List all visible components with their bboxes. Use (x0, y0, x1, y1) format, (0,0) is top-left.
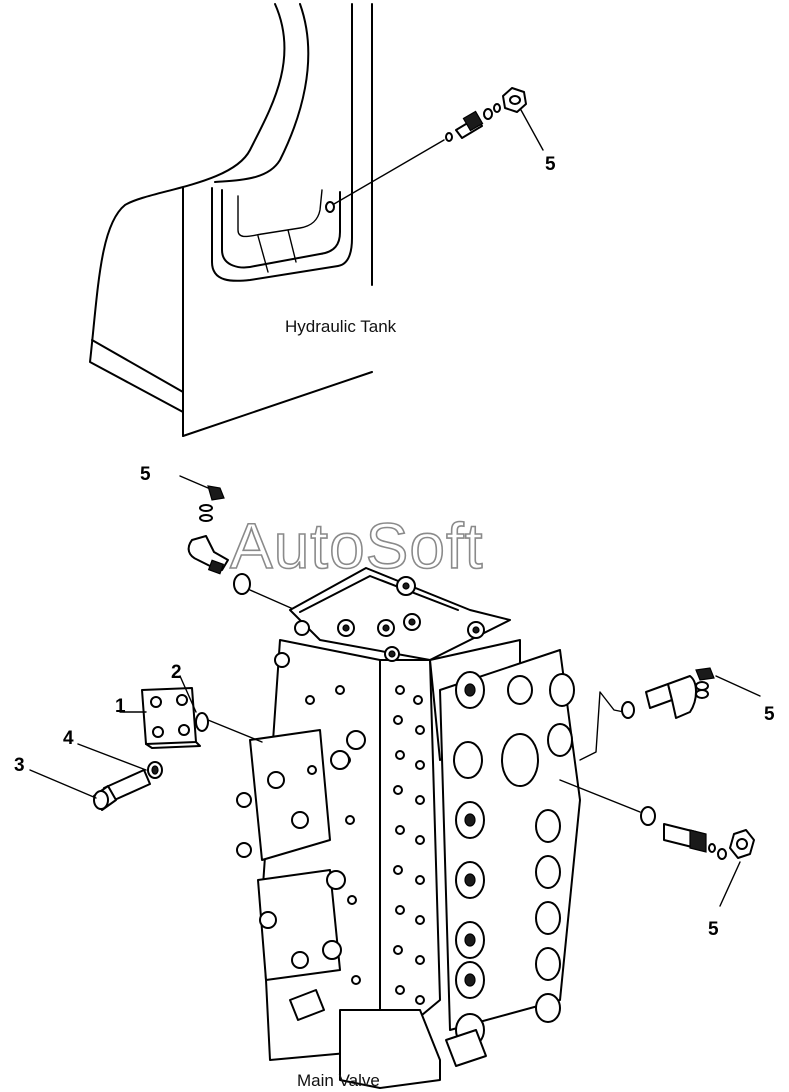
callout-5-right: 5 (764, 704, 775, 725)
o-ring (233, 573, 251, 595)
side-bolts (236, 730, 366, 969)
hydraulic-tank-label: Hydraulic Tank (285, 317, 397, 336)
callout-2: 2 (171, 662, 182, 683)
top-fitting-group (445, 87, 544, 151)
elbow-fitting (667, 675, 697, 719)
cover-plate-group (93, 687, 263, 811)
o-ring (621, 701, 635, 719)
callout-5-top: 5 (545, 154, 556, 175)
plug-fitting (695, 667, 715, 681)
o-ring (445, 132, 453, 142)
plug-fitting (207, 485, 225, 501)
callout-5-bottom: 5 (708, 919, 719, 940)
o-ring (640, 806, 656, 826)
callout-3: 3 (14, 755, 25, 776)
main-valve-label: Main Valve (297, 1071, 380, 1090)
cover-bolts (274, 576, 485, 668)
spool-caps (453, 671, 575, 1047)
callout-leaders (29, 675, 197, 799)
o-ring (493, 103, 501, 113)
hydraulic-tank (89, 3, 445, 437)
left-upper-fitting-group (179, 475, 301, 613)
callout-4: 4 (63, 728, 74, 749)
elbow-fitting (187, 535, 229, 571)
watermark-text: AutoSoft (230, 510, 484, 582)
cover-plate (141, 687, 197, 745)
callout-1: 1 (115, 696, 126, 717)
o-ring (195, 712, 209, 732)
right-lower-fitting-group (559, 779, 755, 907)
main-valve (236, 567, 581, 1089)
callout-5-left: 5 (140, 464, 151, 485)
right-upper-fitting-group (579, 667, 761, 761)
